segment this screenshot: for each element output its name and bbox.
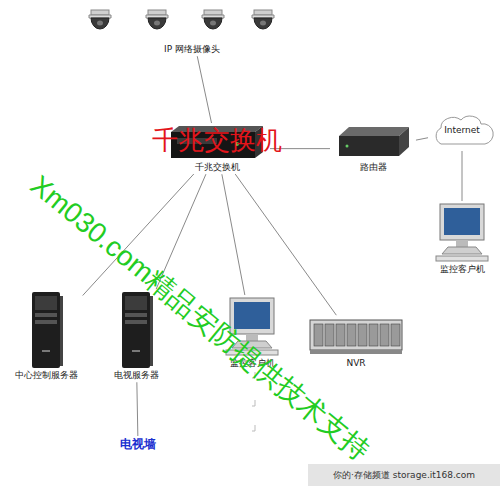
watermark: Xm030.com精品安防提供技术支持 bbox=[22, 167, 378, 469]
device-label: Internet bbox=[429, 112, 495, 136]
network-link bbox=[462, 151, 463, 201]
device-label: 电视服务器 bbox=[104, 370, 168, 381]
network-link bbox=[136, 382, 138, 436]
device-icon bbox=[430, 202, 494, 264]
source-credit: 你的·存储频道 storage.it168.com bbox=[333, 469, 475, 482]
device-label: 中心控制服务器 bbox=[10, 370, 82, 381]
device-node: 电视墙 bbox=[111, 437, 165, 452]
device-icon bbox=[10, 290, 82, 370]
device-icon bbox=[331, 124, 415, 162]
device-label: 监控客户机 bbox=[430, 264, 494, 275]
device-label: 千兆交换机 bbox=[165, 162, 269, 173]
device-node: 监控客户机 bbox=[430, 202, 494, 275]
network-link bbox=[197, 56, 211, 123]
device-node: Internet bbox=[429, 112, 495, 150]
device-label: 电视墙 bbox=[111, 437, 165, 452]
device-node: 路由器 bbox=[331, 124, 415, 173]
device-label: 路由器 bbox=[331, 162, 415, 173]
device-icon bbox=[85, 8, 300, 44]
device-node: IP 网络摄像头 bbox=[85, 8, 300, 55]
device-node: NVR bbox=[307, 316, 405, 369]
overlay-title: 千兆交换机 bbox=[152, 123, 282, 158]
device-label: IP 网络摄像头 bbox=[85, 44, 300, 55]
device-icon bbox=[307, 316, 405, 358]
device-label: NVR bbox=[307, 358, 405, 369]
device-node: 中心控制服务器 bbox=[10, 290, 82, 381]
network-link bbox=[416, 138, 428, 140]
network-link bbox=[222, 174, 245, 295]
network-link bbox=[235, 174, 336, 315]
